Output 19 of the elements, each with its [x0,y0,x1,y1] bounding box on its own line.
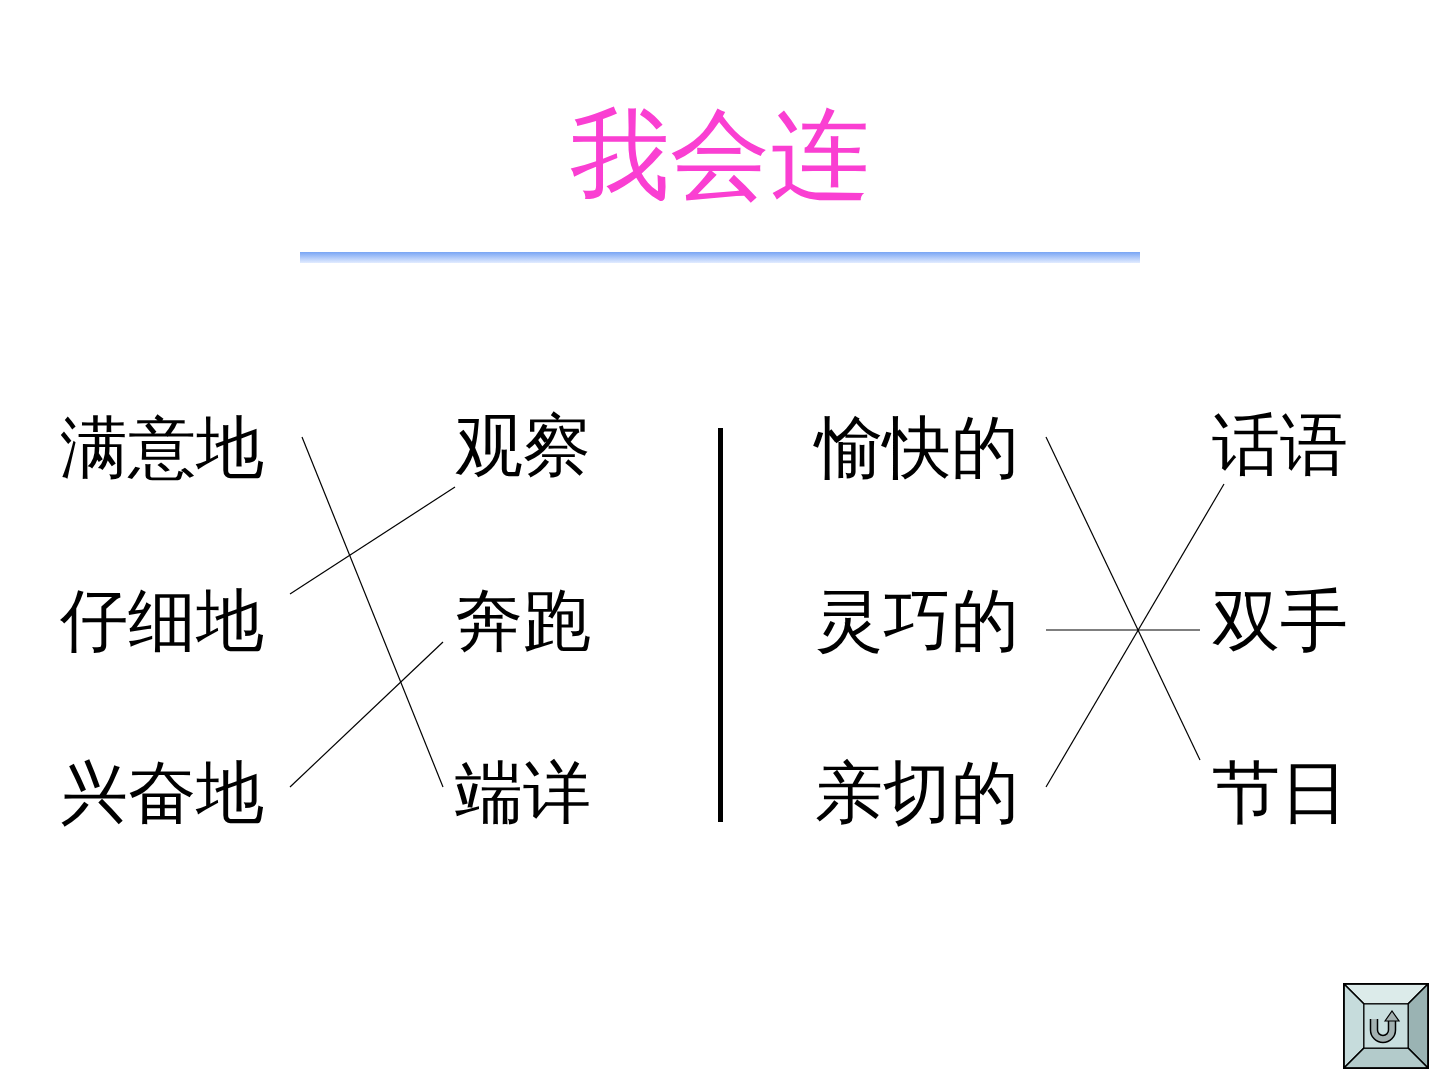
matching-line [289,486,456,595]
phrase: 灵巧的 [815,586,1019,655]
matching-line [1045,629,1201,631]
phrase: 节日 [1212,758,1348,827]
phrase: 仔细地 [60,586,264,655]
phrase: 观察 [455,412,591,480]
matching-line [289,641,444,788]
phrase: 话语 [1212,410,1348,479]
matching-line [1045,436,1201,761]
phrase: 兴奋地 [60,758,264,827]
title: 我会连 [569,100,871,212]
matching-line [301,436,444,788]
phrase: 双手 [1212,586,1348,655]
phrase: 愉快的 [815,413,1019,482]
phrase: 亲切的 [815,758,1019,827]
phrase: 满意地 [60,413,264,482]
matching-line [1045,483,1225,788]
phrase: 奔跑 [455,586,591,655]
phrase: 端详 [455,758,591,827]
